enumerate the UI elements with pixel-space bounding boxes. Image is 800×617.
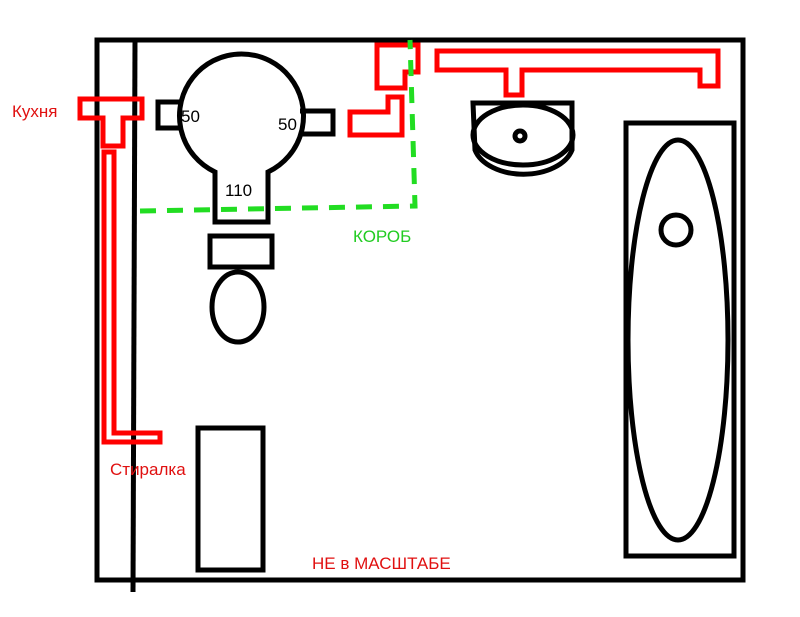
sink-drain-icon xyxy=(512,128,528,144)
sink-basin xyxy=(470,102,576,168)
pipe-stub-left xyxy=(155,99,182,131)
kitchen-pipe-tee xyxy=(77,96,145,149)
toilet-bowl xyxy=(209,269,267,345)
room-outline xyxy=(94,37,746,583)
bathtub xyxy=(623,120,737,559)
label-pipe-110: 110 xyxy=(225,181,252,200)
bathtub-basin xyxy=(625,137,731,543)
pipe-stub-right xyxy=(300,108,336,137)
washing-machine xyxy=(195,425,266,573)
toilet-drain-fitting xyxy=(177,51,306,225)
supply-pipe-top xyxy=(434,48,721,98)
toilet-tank xyxy=(207,233,275,270)
washer-pipe xyxy=(101,149,163,445)
inner-wall xyxy=(130,39,138,593)
label-box: КОРОБ xyxy=(353,227,411,246)
riser-fitting-lower xyxy=(347,94,405,138)
box-outline-dashed xyxy=(139,39,418,214)
riser-fitting-upper xyxy=(374,42,421,91)
label-washer: Стиралка xyxy=(110,460,186,479)
bathtub-drain-icon xyxy=(658,212,694,248)
sink xyxy=(470,100,575,177)
label-kitchen: Кухня xyxy=(12,102,58,121)
label-not-to-scale: НЕ в МАСШТАБЕ xyxy=(312,554,451,573)
label-pipe-50-right: 50 xyxy=(278,115,297,134)
label-pipe-50-left: 50 xyxy=(181,107,200,126)
